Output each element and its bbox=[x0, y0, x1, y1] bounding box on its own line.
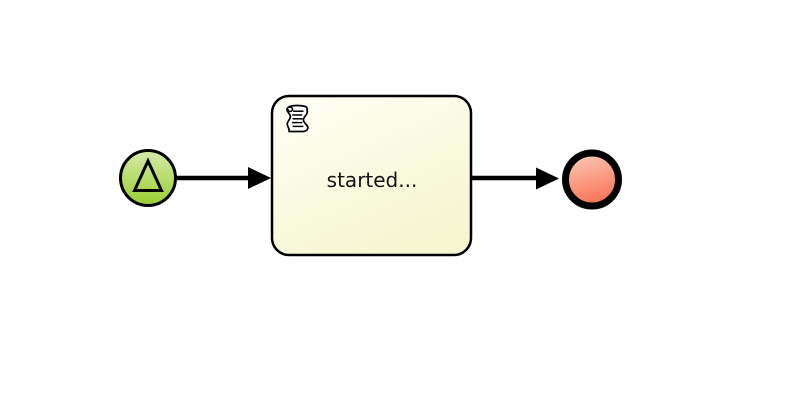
end-event[interactable] bbox=[562, 149, 622, 210]
signal-triangle-icon bbox=[132, 157, 164, 192]
sequence-flow-task-to-end[interactable] bbox=[471, 167, 559, 190]
sequence-flow-start-to-task[interactable] bbox=[176, 167, 271, 189]
arrowhead-icon bbox=[536, 167, 559, 190]
arrowhead-icon bbox=[248, 167, 271, 189]
task-label: started... bbox=[327, 168, 418, 192]
start-event[interactable] bbox=[119, 149, 177, 207]
script-task[interactable]: started... bbox=[270, 94, 473, 257]
script-icon bbox=[286, 104, 309, 133]
